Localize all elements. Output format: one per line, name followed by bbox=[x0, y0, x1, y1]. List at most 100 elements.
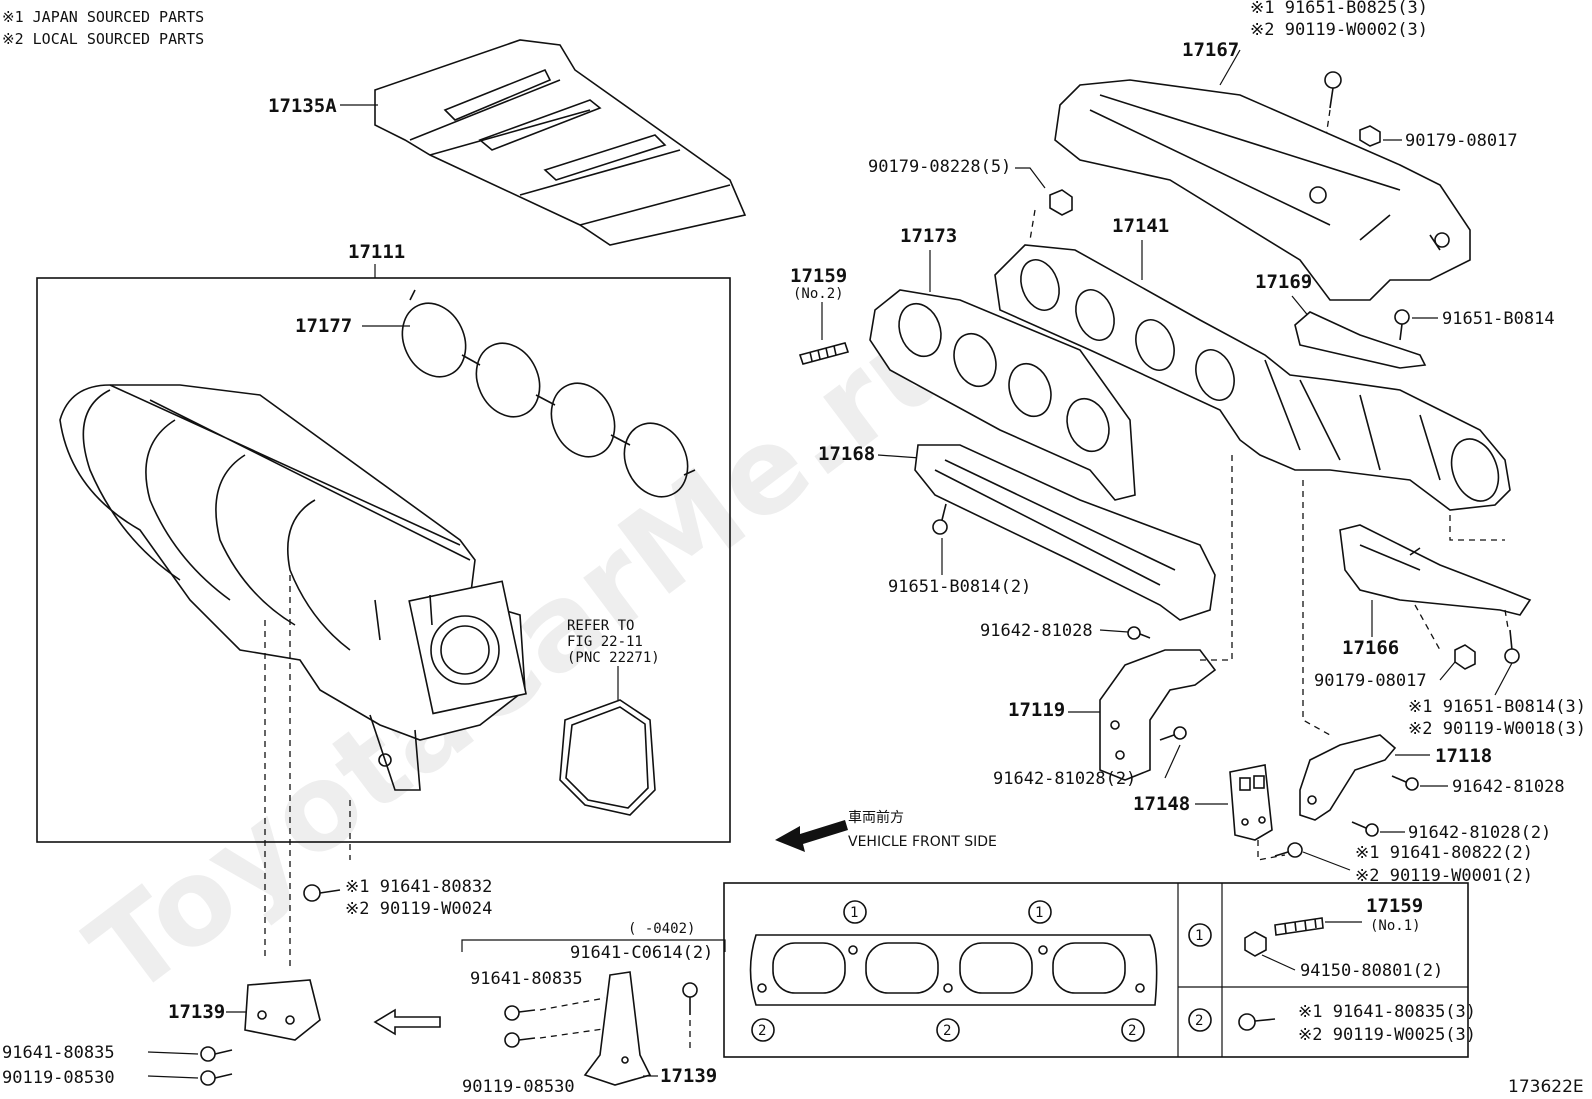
bolt-91642-81028-a-icon bbox=[1127, 626, 1151, 640]
bolt-91651-b0814-top-icon bbox=[1394, 309, 1410, 341]
label-90119-w0001: ※2 90119-W0001(2) bbox=[1355, 866, 1533, 886]
bolt-91641-c0614-icon bbox=[682, 982, 698, 1015]
label-90179-08017-lower: 90179-08017 bbox=[1314, 671, 1427, 691]
date-range: ( -0402) bbox=[628, 921, 695, 937]
label-17141: 17141 bbox=[1112, 215, 1169, 237]
label-94150-80801: 94150-80801(2) bbox=[1300, 961, 1443, 981]
bolt-91641-80832-icon bbox=[303, 884, 341, 902]
bolt-91641-80835-mid-icon bbox=[504, 1005, 536, 1021]
bracket-17119-drawing bbox=[1099, 649, 1217, 781]
bolt-91641-80835-3-icon bbox=[1238, 1013, 1276, 1031]
marker-2-table bbox=[1188, 1008, 1212, 1032]
marker-1-a bbox=[843, 900, 867, 924]
bolt-91651-b0825-icon bbox=[1324, 71, 1342, 109]
label-90179-08017-top: 90179-08017 bbox=[1405, 131, 1518, 151]
intake-gasket-17177-drawing bbox=[401, 289, 696, 498]
marker-1-b bbox=[1028, 900, 1052, 924]
heat-insulator-17167-drawing bbox=[1054, 79, 1471, 301]
label-90119-w0002: ※2 90119-W0002(3) bbox=[1250, 20, 1428, 40]
label-17118: 17118 bbox=[1435, 745, 1492, 767]
label-90179-08228: 90179-08228(5) bbox=[868, 157, 1011, 177]
heat-insulator-17166-drawing bbox=[1339, 524, 1532, 616]
label-91651-b0814-2: 91651-B0814(2) bbox=[888, 577, 1031, 597]
note-local-sourced: ※2 LOCAL SOURCED PARTS bbox=[2, 30, 204, 48]
label-17167: 17167 bbox=[1182, 39, 1239, 61]
bolt-90119-08530-mid-icon bbox=[504, 1032, 536, 1048]
label-17177: 17177 bbox=[295, 315, 352, 337]
label-17168: 17168 bbox=[818, 443, 875, 465]
label-91642-81028-2b: 91642-81028(2) bbox=[1408, 823, 1551, 843]
refer-line-2: FIG 22-11 bbox=[567, 634, 643, 650]
label-17119: 17119 bbox=[1008, 699, 1065, 721]
stud-17159-no2-icon bbox=[798, 342, 850, 365]
heat-insulator-17135a-drawing bbox=[374, 39, 747, 246]
label-17148: 17148 bbox=[1133, 793, 1190, 815]
bolt-91641-80822-icon bbox=[1274, 842, 1303, 858]
label-91651-b0825: ※1 91651-B0825(3) bbox=[1250, 0, 1428, 18]
bolt-91642-81028-2b-icon bbox=[1351, 821, 1379, 837]
heat-insulator-17168-drawing bbox=[914, 444, 1216, 621]
label-90119-08530-mid: 90119-08530 bbox=[462, 1077, 575, 1097]
label-91651-b0814-top: 91651-B0814 bbox=[1442, 309, 1555, 329]
label-17135a: 17135A bbox=[268, 95, 337, 117]
label-17173: 17173 bbox=[900, 225, 957, 247]
label-17139-b: 17139 bbox=[660, 1065, 717, 1087]
bolt-91651-b0814-3-icon bbox=[1504, 629, 1520, 664]
label-17159-no1: 17159 bbox=[1366, 895, 1423, 917]
label-90119-w0025: ※2 90119-W0025(3) bbox=[1298, 1025, 1476, 1045]
refer-line-3: (PNC 22271) bbox=[567, 650, 660, 666]
bolt-91651-b0814-2-icon bbox=[932, 503, 948, 535]
label-91642-81028-b: 91642-81028 bbox=[1452, 777, 1565, 797]
bolt-91642-81028-b-icon bbox=[1391, 775, 1419, 791]
intake-manifold-17111-drawing bbox=[59, 384, 527, 791]
marker-2-a bbox=[751, 1018, 775, 1042]
bolt-91642-81028-2a-icon bbox=[1159, 726, 1187, 741]
label-17159-no2-sub: (No.2) bbox=[793, 286, 844, 302]
label-90119-08530-left: 90119-08530 bbox=[2, 1068, 115, 1088]
bolt-90119-08530-left-icon bbox=[200, 1070, 233, 1086]
label-91641-80832: ※1 91641-80832 bbox=[345, 877, 492, 897]
marker-1-b-text: 1 bbox=[1035, 905, 1043, 921]
label-17166: 17166 bbox=[1342, 637, 1399, 659]
marker-1-table bbox=[1188, 923, 1212, 947]
direction-en: VEHICLE FRONT SIDE bbox=[848, 834, 997, 850]
refer-line-1: REFER TO bbox=[567, 618, 634, 634]
marker-1-table-text: 1 bbox=[1195, 928, 1203, 944]
marker-2-b-text: 2 bbox=[943, 1023, 951, 1039]
nut-90179-08017-lower-icon bbox=[1454, 644, 1476, 670]
marker-2-table-text: 2 bbox=[1195, 1013, 1203, 1029]
marker-2-c-text: 2 bbox=[1128, 1023, 1136, 1039]
marker-1-a-text: 1 bbox=[850, 905, 858, 921]
label-17159-no1-sub: (No.1) bbox=[1370, 918, 1421, 934]
label-90119-w0024: ※2 90119-W0024 bbox=[345, 899, 492, 919]
nut-94150-80801-icon bbox=[1244, 931, 1267, 957]
nut-90179-08017-top-icon bbox=[1359, 125, 1381, 147]
label-91641-80835-left: 91641-80835 bbox=[2, 1043, 115, 1063]
marker-2-b bbox=[936, 1018, 960, 1042]
label-17159-no2: 17159 bbox=[790, 265, 847, 287]
exhaust-gasket-17173-drawing bbox=[869, 289, 1136, 501]
exhaust-manifold-17141-drawing bbox=[994, 244, 1511, 511]
bracket-17139-left-drawing bbox=[244, 979, 321, 1041]
label-91642-81028-2a: 91642-81028(2) bbox=[993, 769, 1136, 789]
label-91641-80822: ※1 91641-80822(2) bbox=[1355, 843, 1533, 863]
label-17111: 17111 bbox=[348, 241, 405, 263]
bracket-17118-drawing bbox=[1299, 734, 1397, 821]
exhaust-gasket-detail-drawing bbox=[749, 934, 1158, 1006]
plate-17148-drawing bbox=[1229, 764, 1273, 841]
marker-2-a-text: 2 bbox=[758, 1023, 766, 1039]
label-91641-80835-3: ※1 91641-80835(3) bbox=[1298, 1002, 1476, 1022]
gasket-detail-table bbox=[723, 882, 1469, 1058]
assembly-arrow-icon bbox=[373, 1008, 441, 1036]
label-91651-b0814-3: ※1 91651-B0814(3) bbox=[1408, 697, 1586, 717]
figure-id: 173622E bbox=[1508, 1077, 1584, 1097]
intake-manifold-group-box bbox=[36, 277, 731, 843]
marker-2-c bbox=[1121, 1018, 1145, 1042]
vehicle-front-arrow-icon bbox=[775, 820, 848, 852]
label-17169: 17169 bbox=[1255, 271, 1312, 293]
direction-jp: 車両前方 bbox=[848, 809, 904, 826]
bracket-17139-right-drawing bbox=[583, 971, 652, 1086]
label-90119-w0018: ※2 90119-W0018(3) bbox=[1408, 719, 1586, 739]
stud-17159-no1-icon bbox=[1274, 917, 1324, 936]
